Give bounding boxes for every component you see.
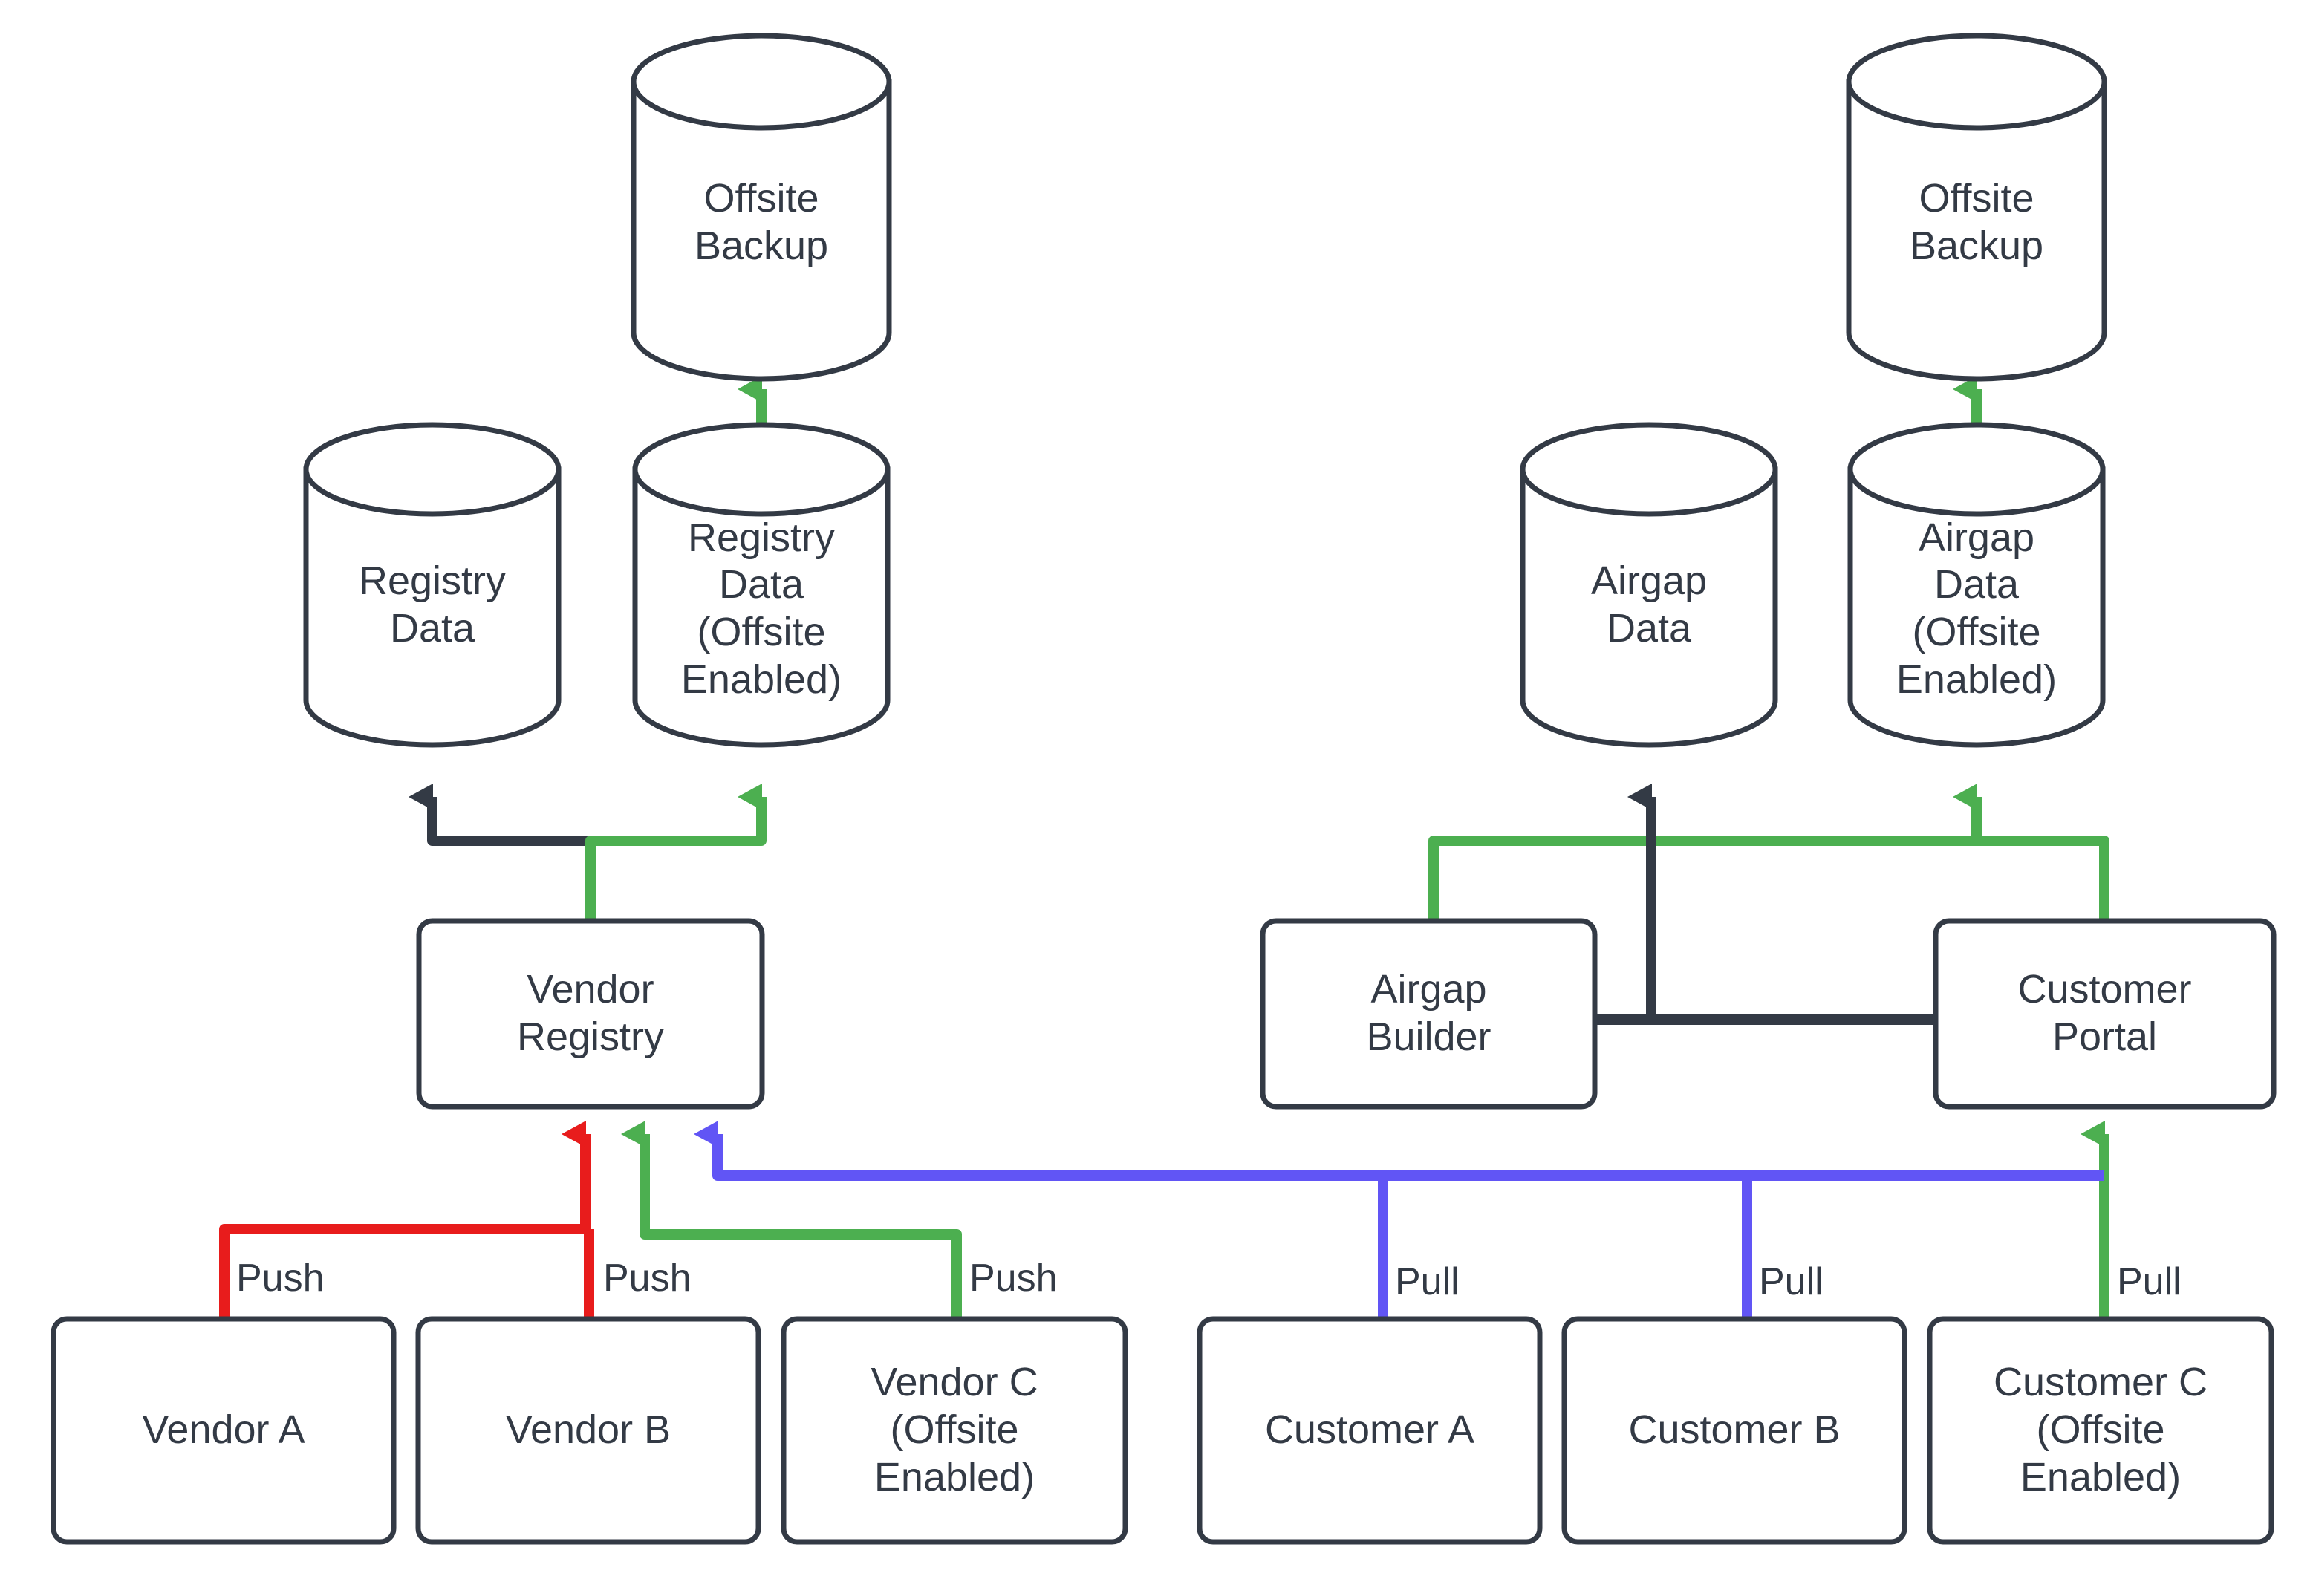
edge-vendor-c-push [621,1121,962,1317]
edge-label-vendor-a-push: Push [236,1257,325,1300]
edge-customer-portal-to-airgap-data [1627,784,1936,1025]
node-airgap-builder[interactable] [1260,918,1598,1110]
edge-vendor-registry-to-registry-data [409,784,596,919]
edge-label-customer-a-pull: Pull [1395,1260,1460,1303]
edge-vendor-registry-to-registry-data-offsite [585,784,767,919]
edge-label-vendor-b-push: Push [603,1257,692,1300]
nodes-group [51,33,2277,1545]
node-vendor-a[interactable] [51,1316,397,1545]
node-airgap-data[interactable] [1520,422,1778,748]
node-offsite-backup-right[interactable] [1846,33,2107,382]
edge-airgap-builder-up [1428,836,1651,919]
node-airgap-data-offsite[interactable] [1847,422,2106,748]
node-customer-portal[interactable] [1933,918,2277,1110]
node-vendor-b[interactable] [415,1316,761,1545]
node-customer-c[interactable] [1927,1316,2274,1545]
edge-customer-portal-to-airgap-offsite [1651,836,2109,919]
edge-label-vendor-c-push: Push [969,1257,1058,1300]
node-vendor-c[interactable] [781,1316,1128,1545]
node-customer-a[interactable] [1197,1316,1543,1545]
edge-vendor-a-push [219,1121,591,1317]
node-offsite-backup-left[interactable] [631,33,892,382]
edge-label-customer-b-pull: Pull [1759,1260,1824,1303]
edges-group [219,376,2109,1317]
edge-customer-b-pull [718,1170,1752,1317]
node-registry-data-offsite[interactable] [632,422,891,748]
edge-label-customer-c-pull: Pull [2117,1260,2182,1303]
node-customer-b[interactable] [1561,1316,1907,1545]
node-registry-data[interactable] [303,422,562,748]
node-vendor-registry[interactable] [416,918,765,1110]
